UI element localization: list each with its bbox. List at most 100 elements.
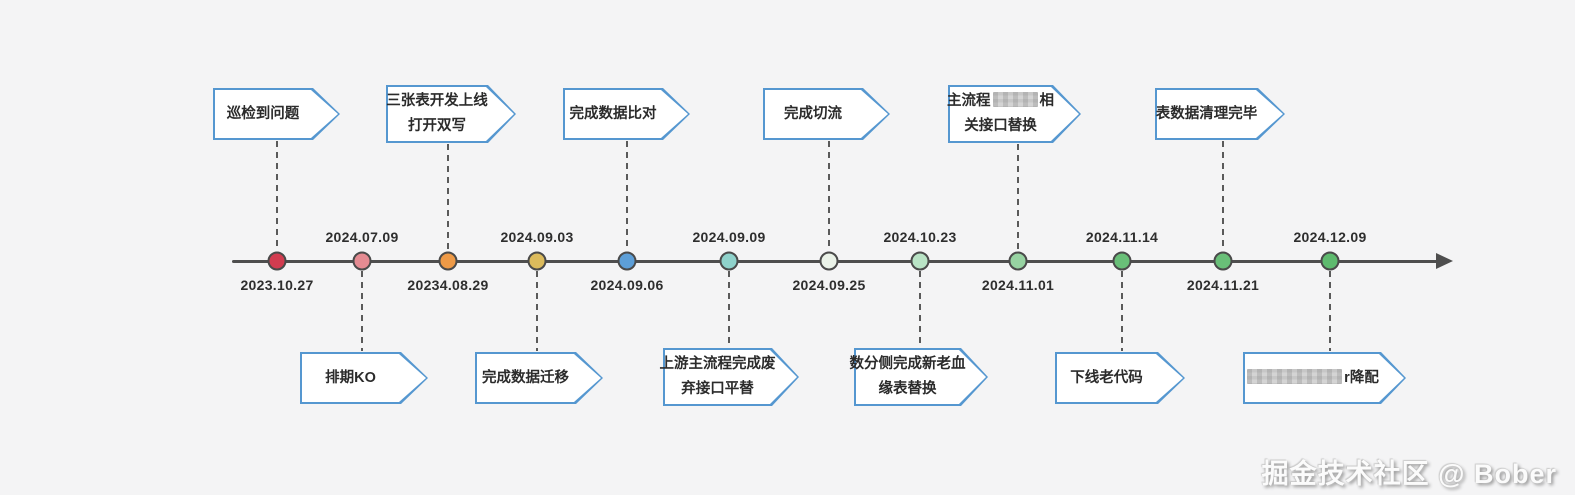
- event-label-line: r降配: [1245, 366, 1379, 391]
- event-date: 2024.09.03: [500, 229, 574, 245]
- event-date: 2024.11.21: [1186, 277, 1260, 293]
- timeline-dot: [267, 251, 287, 271]
- event-label-line: 关接口替换: [964, 114, 1037, 139]
- event-label: 巡检到问题: [213, 88, 340, 140]
- event-label: r降配: [1243, 352, 1406, 404]
- timeline-dot: [617, 251, 637, 271]
- event-label-segment: 弃接口平替: [681, 381, 754, 397]
- event-label-fill: [215, 90, 338, 138]
- event-label: 完成切流: [763, 88, 890, 140]
- event-label-segment: 三张表开发上线: [386, 93, 488, 109]
- event-connector: [919, 271, 921, 347]
- axis-arrowhead-icon: [1436, 253, 1453, 269]
- event-label-segment: 上游主流程完成废: [659, 356, 776, 372]
- event-label-text: 巡检到问题: [215, 88, 311, 140]
- event-label-text: 数分侧完成新老血缘表替换: [850, 348, 966, 406]
- event-label-line: 缘表替换: [879, 377, 937, 402]
- event-date: 2024.10.23: [883, 229, 957, 245]
- event-label-segment: 打开双写: [408, 118, 466, 134]
- timeline-dot: [819, 251, 839, 271]
- event-date: 20234.08.29: [407, 277, 489, 293]
- event-label-segment: 排期KO: [325, 369, 376, 386]
- event-label-fill: [1057, 354, 1183, 402]
- timeline-dot: [527, 251, 547, 271]
- timeline-dot: [1008, 251, 1028, 271]
- event-label-text: 表数据清理完毕: [1156, 88, 1258, 140]
- event-label-fill: [388, 87, 514, 141]
- event-label-text: 排期KO: [302, 352, 399, 404]
- event-connector: [1121, 271, 1123, 351]
- event-label-segment: 完成数据比对: [569, 105, 657, 122]
- event-label-line: 下线老代码: [1070, 366, 1143, 391]
- redacted-block: [1247, 368, 1343, 384]
- event-label: 完成数据迁移: [475, 352, 603, 404]
- timeline-dot: [1112, 251, 1132, 271]
- event-date: 2024.09.09: [692, 229, 766, 245]
- event-connector: [1222, 141, 1224, 251]
- event-label-line: 排期KO: [325, 366, 376, 391]
- event-label-line: 完成数据比对: [570, 102, 657, 127]
- event-date: 2024.09.06: [590, 277, 664, 293]
- timeline-dot: [1213, 251, 1233, 271]
- event-label-line: 完成切流: [784, 102, 842, 127]
- watermark-text: 掘金技术社区 @ Bober: [1261, 459, 1557, 489]
- event-label-text: 完成数据比对: [565, 88, 661, 140]
- event-label-line: 巡检到问题: [227, 102, 300, 127]
- event-label-segment: 表数据清理完毕: [1155, 105, 1258, 122]
- event-label-line: 上游主流程完成废: [660, 352, 776, 377]
- event-label-line: 主流程相: [947, 89, 1054, 114]
- event-label: 主流程相关接口替换: [947, 85, 1081, 143]
- event-label: 排期KO: [300, 352, 428, 404]
- event-label-line: 三张表开发上线: [386, 89, 488, 114]
- event-label-fill: [665, 350, 797, 404]
- event-label-text: r降配: [1245, 352, 1379, 404]
- timeline-dot: [1320, 251, 1340, 271]
- redacted-block: [992, 92, 1038, 107]
- event-connector: [626, 141, 628, 251]
- event-label-line: 表数据清理完毕: [1156, 102, 1258, 127]
- event-date: 2024.07.09: [325, 229, 399, 245]
- event-label-text: 下线老代码: [1057, 352, 1156, 404]
- event-connector: [276, 141, 278, 251]
- timeline-dot: [352, 251, 372, 271]
- event-label-segment: 关接口替换: [964, 118, 1037, 134]
- event-connector: [447, 144, 449, 251]
- event-label-segment: 下线老代码: [1070, 369, 1143, 386]
- event-date: 2023.10.27: [240, 277, 314, 293]
- timeline-dot: [719, 251, 739, 271]
- event-label-text: 完成切流: [765, 88, 861, 140]
- event-label-fill: [765, 90, 888, 138]
- event-label-line: 数分侧完成新老血: [850, 352, 966, 377]
- timeline-dot: [910, 251, 930, 271]
- event-label: 数分侧完成新老血缘表替换: [850, 348, 988, 406]
- event-label: 完成数据比对: [563, 88, 690, 140]
- event-label: 下线老代码: [1055, 352, 1185, 404]
- event-label-text: 上游主流程完成废弃接口平替: [660, 348, 776, 406]
- event-label-segment: 数分侧完成新老血: [849, 356, 966, 372]
- event-date: 2024.09.25: [792, 277, 866, 293]
- timeline-dot: [438, 251, 458, 271]
- event-label-text: 主流程相关接口替换: [947, 85, 1054, 143]
- event-label-segment: 相: [1039, 93, 1055, 109]
- event-label-segment: r降配: [1344, 369, 1379, 386]
- event-label-segment: 完成切流: [784, 105, 842, 122]
- event-label-text: 完成数据迁移: [477, 352, 574, 404]
- event-label-segment: 缘表替换: [878, 381, 937, 397]
- event-label-fill: [1157, 90, 1283, 138]
- event-label-line: 打开双写: [408, 114, 466, 139]
- event-label-line: 完成数据迁移: [482, 366, 569, 391]
- event-connector: [536, 271, 538, 351]
- event-label: 表数据清理完毕: [1155, 88, 1285, 140]
- event-label-text: 三张表开发上线打开双写: [386, 85, 488, 143]
- event-connector: [728, 271, 730, 347]
- event-date: 2024.11.14: [1085, 229, 1159, 245]
- event-date: 2024.12.09: [1293, 229, 1367, 245]
- event-label-segment: 完成数据迁移: [482, 369, 569, 386]
- event-connector: [828, 141, 830, 251]
- event-connector: [1329, 271, 1331, 351]
- event-label-segment: 巡检到问题: [226, 105, 300, 122]
- event-connector: [1017, 144, 1019, 251]
- event-connector: [361, 271, 363, 351]
- event-label-fill: [302, 354, 426, 402]
